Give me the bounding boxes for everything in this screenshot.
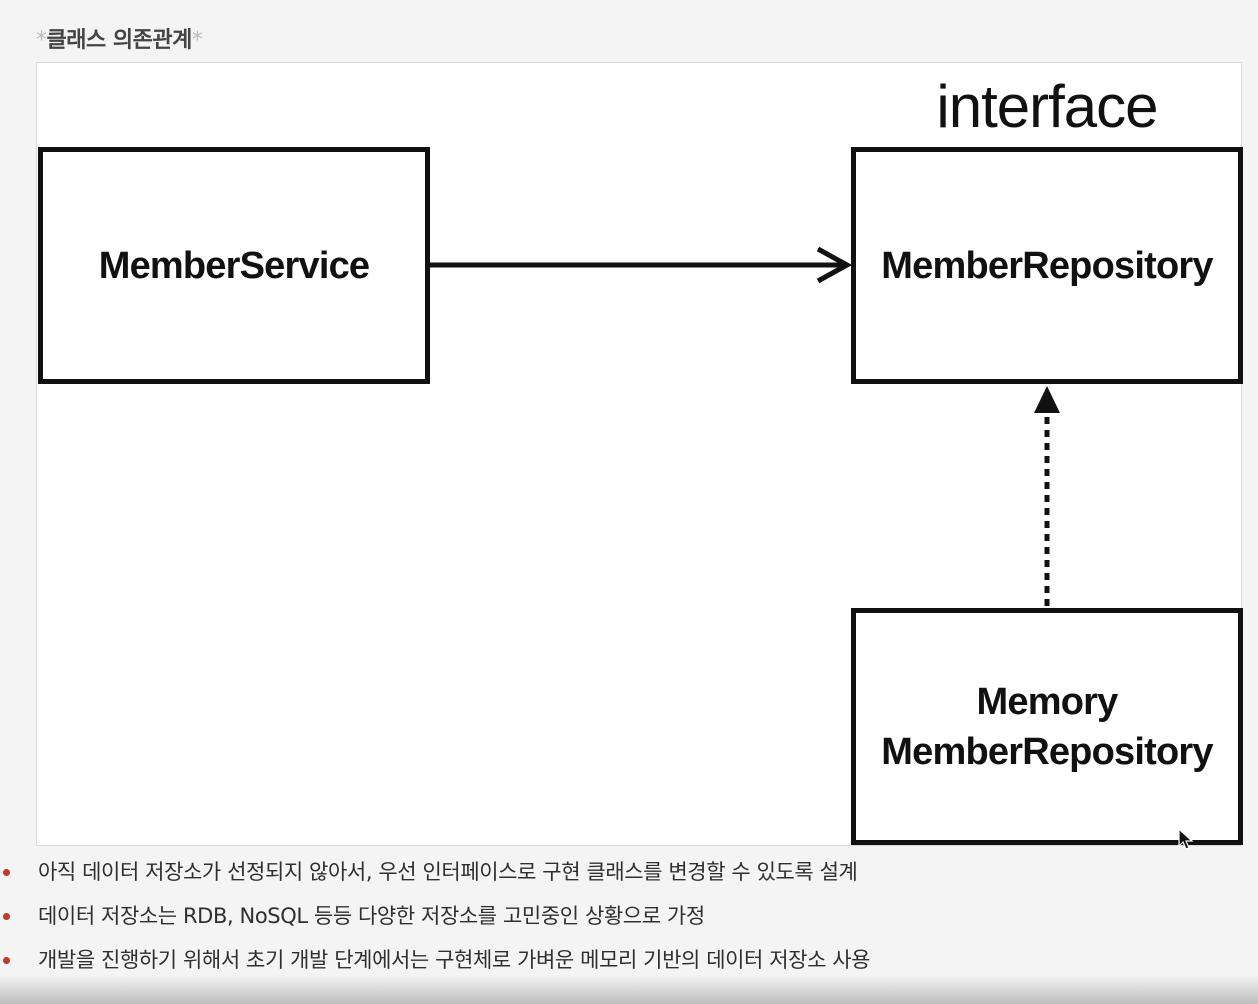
member-service-box: MemberService bbox=[38, 147, 430, 384]
mouse-pointer-icon bbox=[1178, 828, 1194, 850]
section-heading: *클래스 의존관계* bbox=[36, 22, 203, 54]
bullet-icon bbox=[3, 957, 10, 964]
bullet-icon bbox=[3, 913, 10, 920]
memory-repository-label-line1: Memory bbox=[976, 680, 1119, 723]
heading-title: 클래스 의존관계 bbox=[46, 28, 193, 53]
bottom-shadow bbox=[0, 975, 1258, 1004]
note-text: 아직 데이터 저장소가 선정되지 않아서, 우선 인터페이스로 구현 클래스를 … bbox=[38, 860, 858, 884]
heading-star-right: * bbox=[191, 28, 203, 53]
list-item: 데이터 저장소는 RDB, NoSQL 등등 다양한 저장소를 고민중인 상황으… bbox=[0, 894, 1258, 938]
memory-repository-label-line2: MemberRepository bbox=[881, 730, 1213, 773]
member-repository-label: MemberRepository bbox=[881, 244, 1213, 287]
memory-member-repository-box: Memory MemberRepository bbox=[851, 608, 1243, 845]
notes-list: 아직 데이터 저장소가 선정되지 않아서, 우선 인터페이스로 구현 클래스를 … bbox=[0, 850, 1258, 982]
bullet-icon bbox=[3, 869, 10, 876]
member-repository-box: MemberRepository bbox=[851, 147, 1243, 384]
list-item: 아직 데이터 저장소가 선정되지 않아서, 우선 인터페이스로 구현 클래스를 … bbox=[0, 850, 1258, 894]
note-text: 데이터 저장소는 RDB, NoSQL 등등 다양한 저장소를 고민중인 상황으… bbox=[38, 904, 705, 928]
note-text: 개발을 진행하기 위해서 초기 개발 단계에서는 구현체로 가벼운 메모리 기반… bbox=[38, 948, 871, 972]
member-service-label: MemberService bbox=[98, 244, 370, 287]
list-item: 개발을 진행하기 위해서 초기 개발 단계에서는 구현체로 가벼운 메모리 기반… bbox=[0, 938, 1258, 982]
interface-label: interface bbox=[936, 73, 1158, 140]
heading-star-left: * bbox=[36, 28, 47, 53]
